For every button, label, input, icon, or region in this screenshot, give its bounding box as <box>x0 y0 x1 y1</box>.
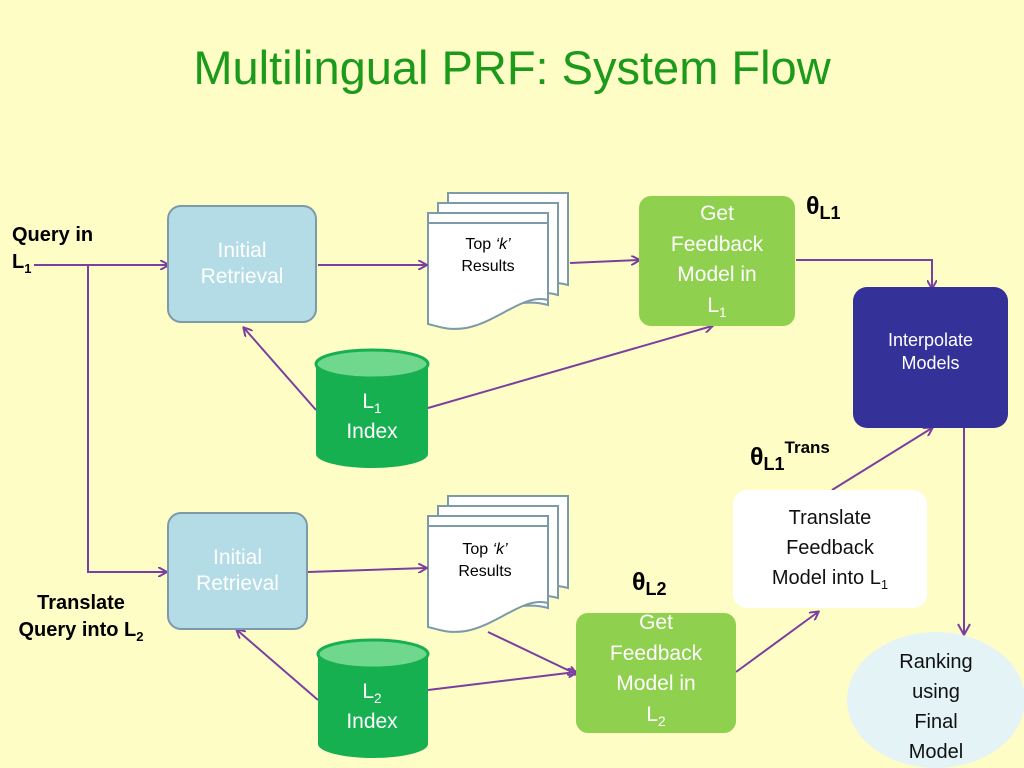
arrow-l2-index-to-retrieval <box>237 630 319 701</box>
l1-index-cylinder <box>314 348 430 468</box>
arrow-results-to-feedback-bottom <box>487 631 576 674</box>
theta-l1-label: θL1 <box>806 192 841 223</box>
arrow-retrieval-to-results-bottom <box>307 568 426 572</box>
arrow-query-to-retrieval-bottom <box>87 265 166 572</box>
results-bottom-label: Top ‘k’Results <box>458 541 512 581</box>
theta-l2-label: θL2 <box>632 568 667 599</box>
arrow-l1-index-to-feedback <box>427 326 712 409</box>
results-document-stack-bottom <box>427 495 569 633</box>
arrow-feedback-to-interpolate <box>796 259 932 288</box>
results-document-stack-top <box>427 192 569 330</box>
arrow-feedback-to-translate <box>735 612 818 673</box>
page-title: Multilingual PRF: System Flow <box>193 41 831 94</box>
results-top-label: Top ‘k’Results <box>461 236 515 276</box>
query-label: Query in L1 <box>12 224 94 276</box>
theta-l1-trans-label: θL1Trans <box>750 438 830 474</box>
connectors <box>34 259 964 701</box>
translate-query-label: Translate Query into L2 <box>18 592 144 644</box>
arrow-translate-to-interpolate <box>831 428 932 491</box>
arrow-l1-index-to-retrieval <box>244 328 317 411</box>
arrow-l2-index-to-feedback <box>427 672 576 691</box>
arrow-results-to-feedback-top <box>569 260 639 263</box>
l2-index-cylinder <box>316 638 430 758</box>
